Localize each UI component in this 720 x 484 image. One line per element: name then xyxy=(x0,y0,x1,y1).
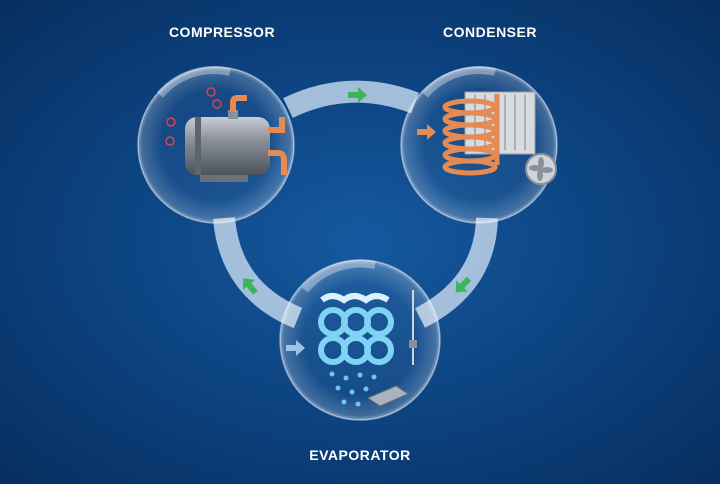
expansion-valve-icon xyxy=(409,290,417,365)
copper-coil-icon xyxy=(442,94,500,176)
heat-swirl-icon xyxy=(165,87,222,146)
inflow-arrow-icon xyxy=(286,340,305,356)
frosted-coil-icon xyxy=(318,293,394,365)
flow-arrow-down-left-icon xyxy=(455,276,472,293)
flow-arrow-right-icon xyxy=(348,87,367,103)
fan-icon xyxy=(525,153,557,185)
pipe-evaporator-to-compressor xyxy=(213,216,303,329)
evaporator-bubble xyxy=(279,259,441,421)
condenser-bubble xyxy=(400,66,558,224)
compressor-label: COMPRESSOR xyxy=(168,24,276,40)
compressor-bubble xyxy=(137,66,295,224)
flow-arrow-up-left-icon xyxy=(242,278,258,295)
inflow-arrow-icon xyxy=(417,124,436,140)
condenser-label: CONDENSER xyxy=(443,24,537,40)
pipe-compressor-to-condenser xyxy=(283,80,419,118)
water-drops-icon xyxy=(329,371,377,407)
drip-tray-icon xyxy=(366,385,410,407)
compressor-icon xyxy=(185,95,287,182)
evaporator-label: EVAPORATOR xyxy=(309,447,411,463)
